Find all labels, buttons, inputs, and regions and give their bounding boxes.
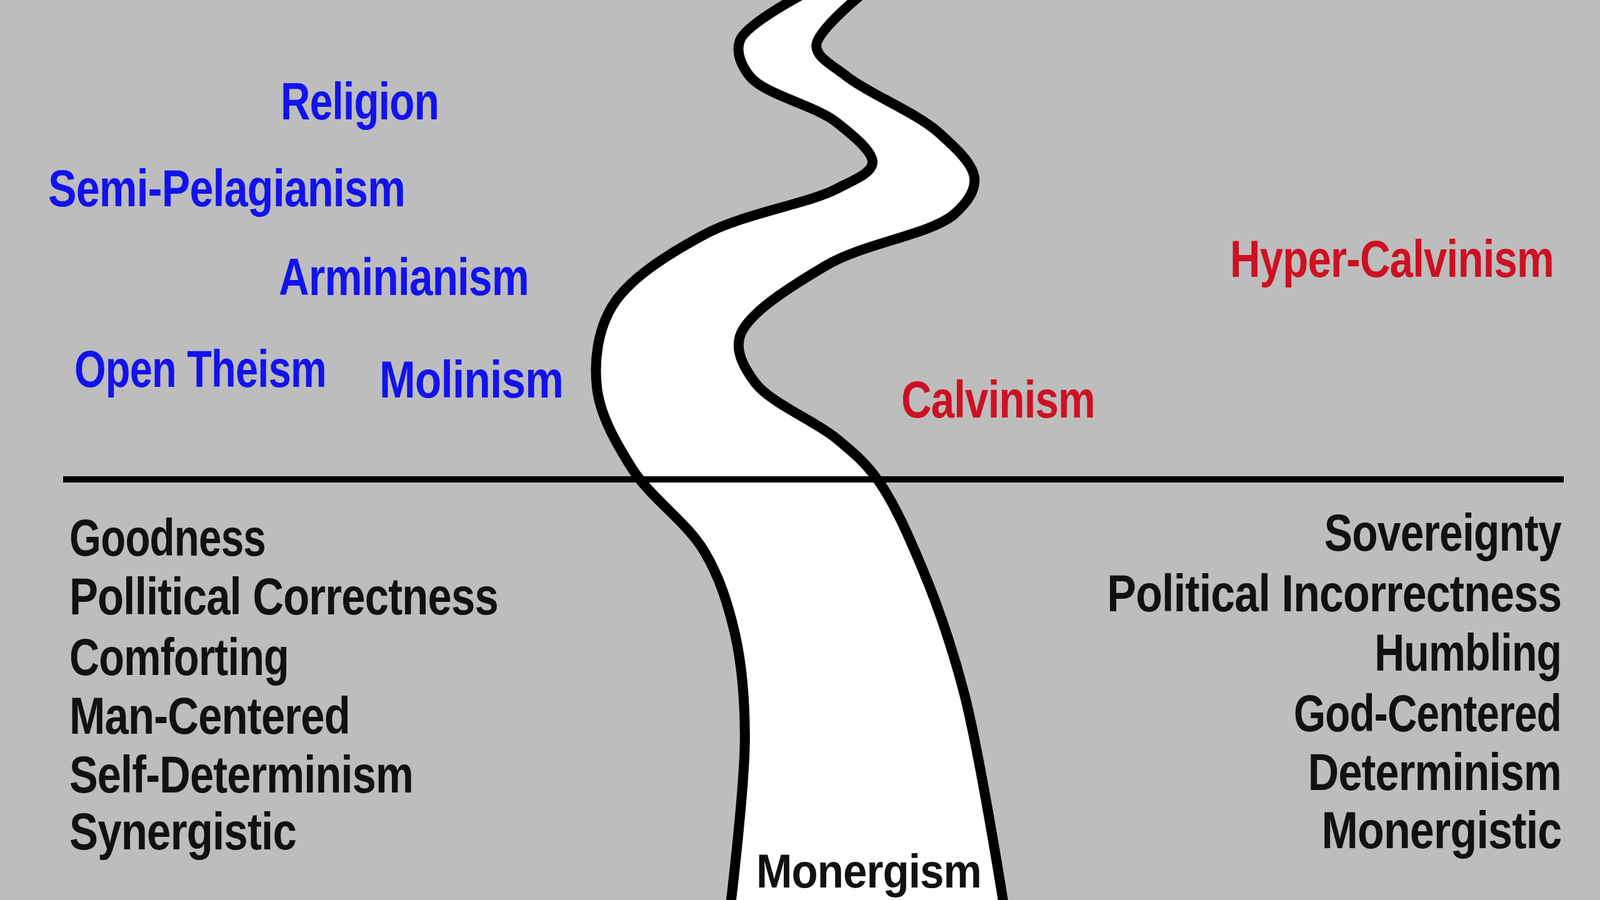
winding-road [596,0,1006,900]
road-label: Monergism [756,847,982,895]
trait-label: Man-Centered [69,689,350,742]
trait-label: Determinism [1308,745,1562,799]
trait-label: Monergistic [1321,803,1562,857]
position-label: Religion [280,75,439,128]
trait-label: Synergistic [69,805,297,858]
divider-line [63,476,1564,483]
position-label: Semi-Pelagianism [48,161,405,215]
trait-label: Pollitical Correctness [69,570,499,623]
position-label: Arminianism [278,250,529,304]
position-label: Molinism [379,353,564,406]
trait-label: Political Incorrectness [1106,566,1562,620]
trait-label: Sovereignty [1324,506,1562,559]
position-label: Hyper-Calvinism [1230,232,1554,285]
position-label: Open Theism [74,342,327,395]
trait-label: Goodness [69,511,266,564]
trait-label: Self-Determinism [69,748,414,801]
position-label: Calvinism [901,373,1095,426]
trait-label: Comforting [69,630,289,684]
trait-label: God-Centered [1293,686,1562,740]
trait-label: Humbling [1374,626,1562,679]
